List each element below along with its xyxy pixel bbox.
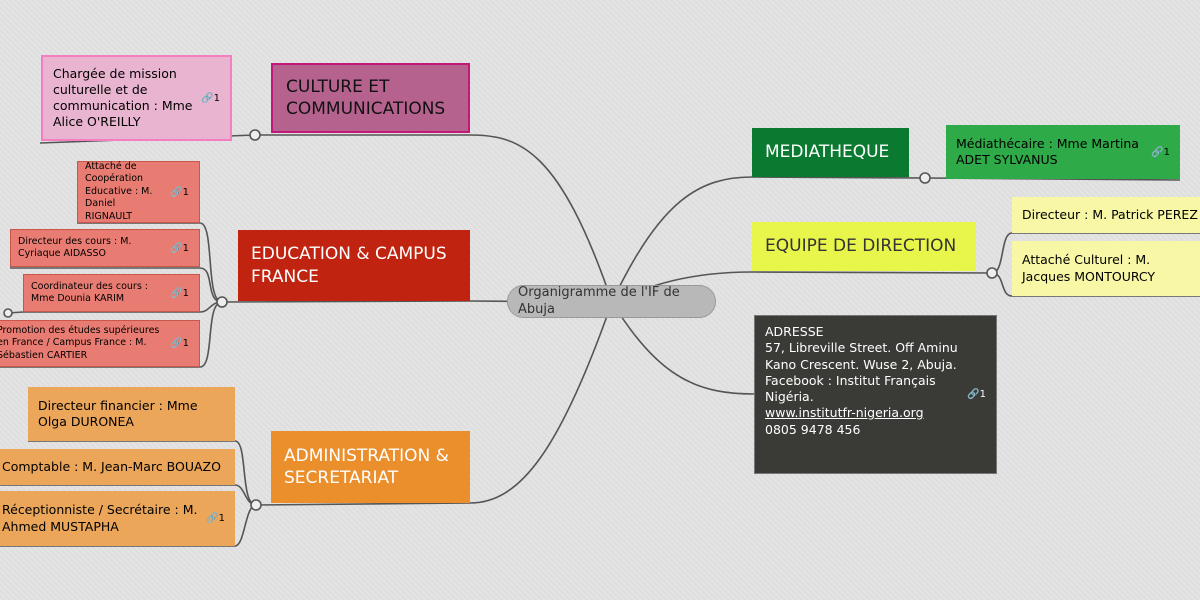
branch-culture[interactable]: CULTURE ET COMMUNICATIONS [271, 63, 470, 133]
link-icon[interactable]: 🔗1 [1151, 146, 1170, 158]
link-icon[interactable]: 🔗1 [967, 389, 986, 400]
collapse-handle [249, 129, 261, 141]
link-icon[interactable]: 🔗1 [170, 287, 189, 299]
node-direction-child[interactable]: Attaché Culturel : M. Jacques MONTOURCY [1012, 241, 1200, 296]
node-admin-child[interactable]: Comptable : M. Jean-Marc BOUAZO [0, 449, 235, 485]
link-icon[interactable]: 🔗1 [170, 338, 189, 349]
collapse-handle [250, 499, 262, 511]
branch-education[interactable]: EDUCATION & CAMPUS FRANCE [238, 230, 470, 301]
center-node[interactable]: Organigramme de l'IF de Abuja [507, 285, 716, 318]
link-icon[interactable]: 🔗1 [170, 186, 189, 198]
link-icon[interactable]: 🔗1 [170, 242, 189, 254]
website-link[interactable]: www.institutfr-nigeria.org [765, 405, 924, 421]
branch-admin[interactable]: ADMINISTRATION & SECRETARIAT [271, 431, 470, 503]
node-education-child[interactable]: Coordinateur des cours : Mme Dounia KARI… [23, 274, 200, 312]
connector [255, 301, 613, 506]
connector [611, 176, 1181, 303]
branch-direction[interactable]: EQUIPE DE DIRECTION [752, 222, 976, 271]
collapse-handle [986, 267, 998, 279]
node-admin-child[interactable]: Directeur financier : Mme Olga DURONEA [28, 387, 235, 441]
branch-mediatheque[interactable]: MEDIATHEQUE [752, 128, 909, 177]
link-icon[interactable]: 🔗1 [201, 92, 220, 104]
connector [611, 301, 755, 395]
node-education-child[interactable]: Promotion des études supérieures en Fran… [0, 320, 200, 367]
node-culture-child[interactable]: Chargée de mission culturelle et de comm… [41, 55, 232, 141]
node-mediatheque-child[interactable]: Médiathécaire : Mme Martina ADET SYLVANU… [946, 125, 1180, 179]
node-direction-child[interactable]: Directeur : M. Patrick PEREZ [1012, 197, 1200, 233]
connector [77, 222, 223, 303]
collapse-handle [216, 296, 228, 308]
collapse-handle [919, 172, 931, 184]
collapse-handle [3, 308, 13, 318]
node-admin-child[interactable]: Réceptionniste / Secrétaire : M. Ahmed M… [0, 491, 235, 546]
node-education-child[interactable]: Attaché de Coopération Educative : M. Da… [77, 161, 200, 223]
address-node[interactable]: ADRESSE 57, Libreville Street. Off Aminu… [754, 315, 997, 474]
link-icon[interactable]: 🔗1 [206, 513, 225, 524]
node-education-child[interactable]: Directeur des cours : M. Cyriaque AIDASS… [10, 229, 200, 267]
connector [39, 134, 613, 303]
